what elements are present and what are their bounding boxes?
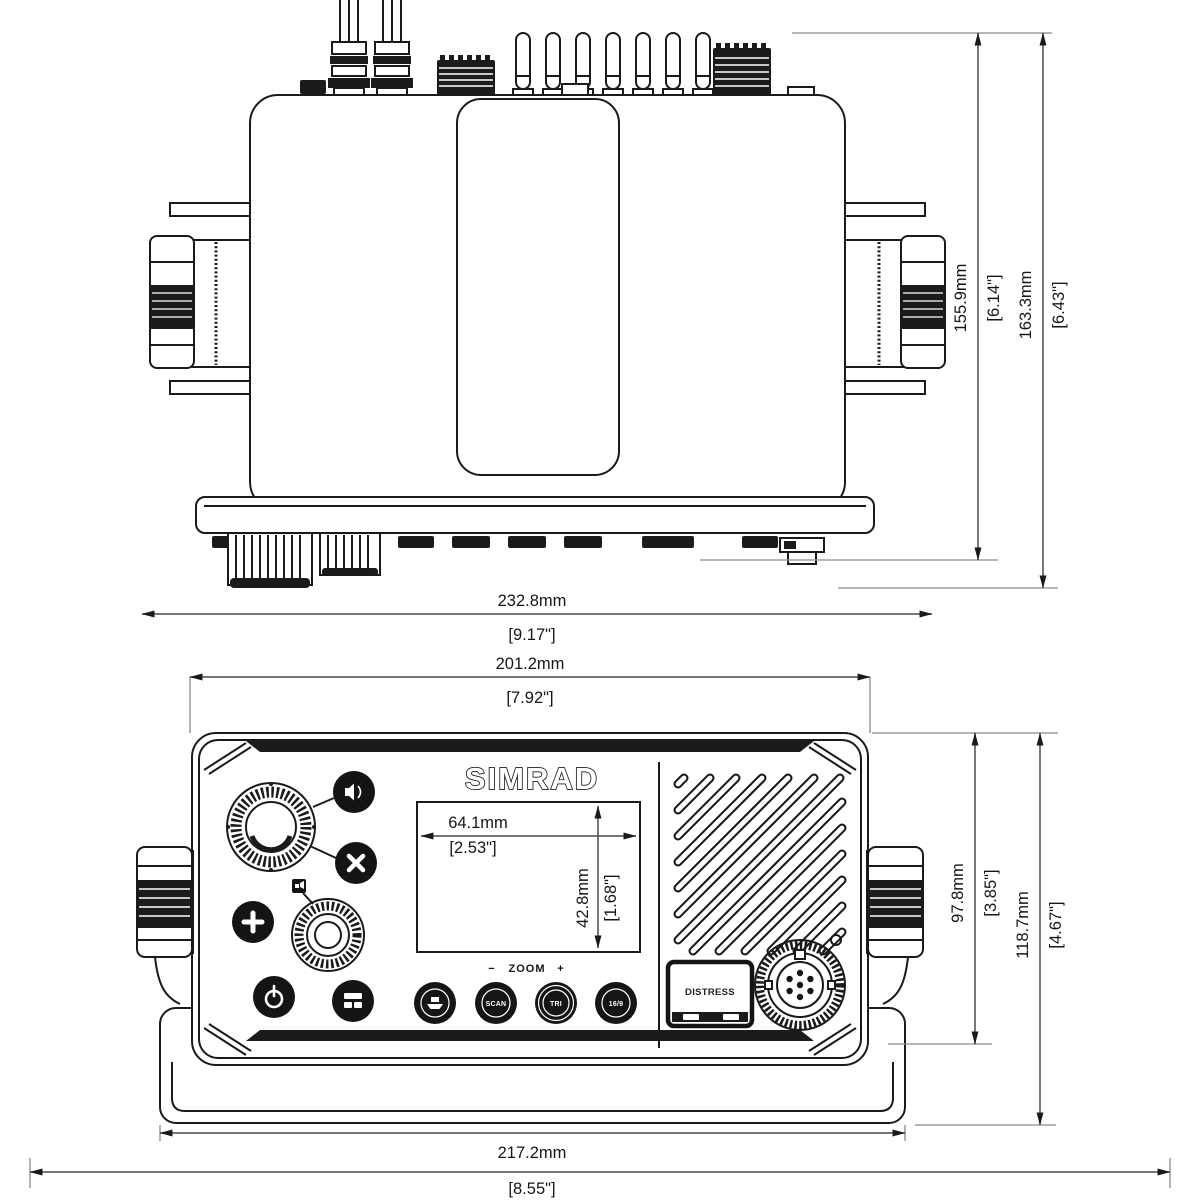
distress-button: DISTRESS	[665, 959, 755, 1029]
rear-pins	[512, 32, 714, 96]
rear-cables	[300, 0, 413, 96]
speaker-button	[333, 771, 375, 813]
speaker-grille	[673, 773, 847, 956]
brand-logo: SIMRAD	[465, 761, 599, 796]
front-top-band	[246, 741, 814, 752]
dim-97-mm: 97.8mm	[949, 863, 967, 923]
top-view	[149, 0, 946, 588]
dim-97-inch: [3.85"]	[982, 869, 1000, 916]
dimensions-front-view	[872, 732, 1058, 1126]
dimensions-top-view: 155.9mm [6.14"] 163.3mm [6.43"]	[700, 32, 1068, 589]
dimensions-front-labels: 97.8mm [3.85"] 118.7mm [4.67"]	[949, 863, 1065, 959]
speaker-icon	[345, 783, 362, 801]
softkey-tri-button: TRI	[535, 982, 577, 1024]
softkey-169-button: 16/9	[595, 982, 637, 1024]
plus-button	[232, 901, 274, 943]
cable-connector-2	[371, 41, 413, 96]
control-cluster	[226, 771, 377, 1022]
front-body-inner-line	[198, 739, 862, 1059]
dim-118-mm: 118.7mm	[1014, 891, 1032, 959]
left-mount-bracket-top	[149, 202, 251, 395]
volume-knob-top	[319, 532, 381, 576]
distress-latch-top	[779, 537, 825, 565]
dim-bracket-width-mm: 217.2mm	[498, 1144, 567, 1162]
channel-knob	[226, 782, 316, 872]
dim-118-inch: [4.67"]	[1047, 901, 1065, 948]
dim-height-overall-mm: 163.3mm	[1017, 271, 1035, 340]
keypad-icon	[344, 993, 362, 1008]
dim-bracket-width-inch: [8.55"]	[508, 1180, 555, 1198]
rear-ribbed-block-a	[437, 55, 495, 95]
mic-connector-pins	[786, 969, 814, 1001]
left-mount-knob-front	[136, 846, 194, 958]
softkey-scan-label: SCAN	[486, 1001, 507, 1008]
exit-button	[335, 842, 377, 884]
grille-drain-hole	[830, 934, 842, 946]
exit-icon	[346, 853, 366, 873]
mic-connector	[754, 939, 846, 1031]
top-body-outline	[249, 94, 846, 511]
dim-height-body-mm: 155.9mm	[952, 264, 970, 333]
dim-width-overall-mm: 232.8mm	[498, 592, 567, 610]
softkey-boat-button	[414, 982, 456, 1024]
right-mount-knob-band	[901, 285, 945, 329]
volume-knob	[291, 879, 365, 972]
keypad-button	[332, 980, 374, 1022]
softkey-169-label: 16/9	[609, 1001, 623, 1008]
plus-icon	[241, 910, 265, 934]
rear-ribbed-block-b	[713, 43, 815, 96]
dim-height-body-inch: [6.14"]	[985, 274, 1003, 321]
zoom-bar: − ZOOM +	[488, 963, 564, 975]
dim-width-body-mm: 201.2mm	[496, 655, 565, 673]
right-mount-bracket-top	[844, 202, 946, 395]
softkey-tri-label: TRI	[550, 1001, 562, 1008]
zoom-minus: −	[488, 963, 495, 975]
dim-screen-width-mm: 64.1mm	[448, 814, 508, 832]
right-mount-knob-front	[866, 846, 924, 958]
boat-icon	[427, 997, 443, 1009]
front-view: SIMRAD 64.1mm [2.53"] 42.8mm [1.68"] − Z…	[136, 732, 924, 1124]
dim-screen-height-mm: 42.8mm	[574, 868, 592, 928]
cable-connector-1	[328, 41, 370, 96]
dimensions-bottom: 217.2mm [8.55"]	[29, 1125, 1171, 1198]
softkeys: SCAN TRI 16/9	[414, 982, 637, 1024]
dim-width-body-inch: [7.92"]	[506, 689, 553, 707]
zoom-plus: +	[557, 963, 564, 975]
channel-knob-top	[227, 532, 313, 588]
distress-label: DISTRESS	[685, 987, 735, 998]
softkey-scan-button: SCAN	[475, 982, 517, 1024]
dim-height-overall-inch: [6.43"]	[1050, 281, 1068, 328]
front-bottom-band	[246, 1030, 814, 1041]
dimensions-widths: 232.8mm [9.17"] 201.2mm [7.92"]	[141, 592, 933, 733]
dim-width-overall-inch: [9.17"]	[508, 626, 555, 644]
zoom-label: ZOOM	[509, 963, 546, 975]
power-icon	[264, 984, 284, 1009]
top-body-center-panel	[456, 98, 620, 476]
dim-screen-height-inch: [1.68"]	[602, 874, 620, 921]
dim-screen-width-inch: [2.53"]	[449, 839, 496, 857]
front-edge-top	[195, 496, 875, 588]
left-mount-knob-band	[150, 285, 194, 329]
rear-block-small	[300, 80, 326, 94]
corner-chamfers	[203, 742, 857, 1056]
power-button	[253, 976, 295, 1018]
screen: 64.1mm [2.53"] 42.8mm [1.68"]	[416, 801, 641, 953]
